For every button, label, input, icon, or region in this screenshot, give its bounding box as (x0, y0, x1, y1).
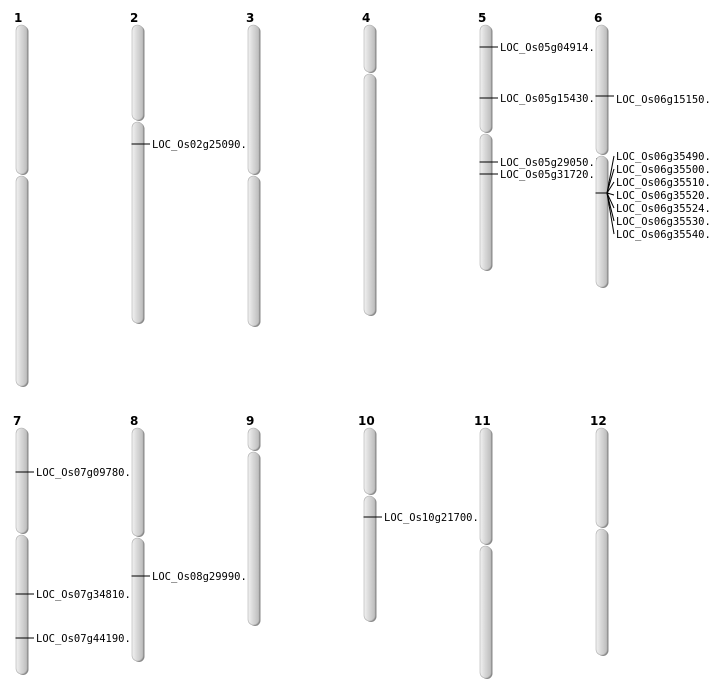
gene-marker: LOC_Os07g09780.1 (15, 467, 137, 479)
gene-marker: LOC_Os05g15430.1 (479, 93, 601, 105)
chromosome-label: 1 (14, 11, 22, 25)
gene-label: LOC_Os07g09780.1 (36, 467, 137, 479)
gene-marker: LOC_Os05g31720.1 (479, 169, 601, 181)
chromosome-label: 9 (246, 414, 254, 428)
chromosome-long-arm (15, 175, 28, 387)
chromosome-label: 12 (590, 414, 607, 428)
chromosome-label: 4 (362, 11, 370, 25)
chromosome-label: 3 (246, 11, 254, 25)
chromosome-long-arm (363, 73, 376, 316)
gene-label: LOC_Os07g44190.1 (36, 633, 137, 645)
gene-leader-line (606, 192, 615, 209)
chromosome-long-arm (595, 528, 608, 656)
chromosome-short-arm (595, 427, 608, 528)
chromosome-4: 4 (362, 11, 377, 316)
gene-label: LOC_Os06g35530.1 (616, 216, 712, 228)
chromosome-short-arm (479, 24, 492, 133)
chromosome-long-arm (247, 175, 260, 327)
chromosome-9: 9 (246, 414, 261, 626)
chromosome-7: 7LOC_Os07g09780.1LOC_Os07g34810.1LOC_Os0… (13, 414, 137, 675)
gene-marker: LOC_Os06g35520.1 (595, 190, 712, 202)
gene-label: LOC_Os06g35520.1 (616, 190, 712, 202)
chromosome-long-arm (479, 545, 492, 679)
chromosome-long-arm (595, 155, 608, 288)
gene-label: LOC_Os05g31720.1 (500, 169, 601, 181)
gene-label: LOC_Os06g35490.1 (616, 151, 712, 163)
chromosome-long-arm (131, 537, 144, 662)
chromosome-label: 10 (358, 414, 375, 428)
gene-leader-line (606, 192, 615, 235)
chromosome-short-arm (479, 427, 492, 545)
chromosome-label: 5 (478, 11, 486, 25)
chromosome-label: 8 (130, 414, 138, 428)
gene-marker: LOC_Os07g34810.1 (15, 589, 137, 601)
gene-label: LOC_Os05g04914.1 (500, 42, 601, 54)
chromosome-label: 11 (474, 414, 491, 428)
gene-label: LOC_Os08g29990.1 (152, 571, 253, 583)
gene-marker: LOC_Os06g35540.1 (595, 192, 712, 241)
gene-label: LOC_Os05g29050.1 (500, 157, 601, 169)
gene-label: LOC_Os05g15430.1 (500, 93, 601, 105)
chromosome-long-arm (363, 495, 376, 622)
chromosome-long-arm (247, 451, 260, 626)
gene-label: LOC_Os06g35510.1 (616, 177, 712, 189)
chromosome-short-arm (131, 24, 144, 121)
chromosome-11: 11 (474, 414, 493, 679)
chromosome-5: 5LOC_Os05g04914.1LOC_Os05g15430.1LOC_Os0… (478, 11, 601, 271)
chromosome-short-arm (15, 427, 28, 534)
chromosome-short-arm (247, 24, 260, 175)
gene-label: LOC_Os02g25090.1 (152, 139, 253, 151)
gene-label: LOC_Os06g35540.1 (616, 229, 712, 241)
chromosome-short-arm (595, 24, 608, 155)
chromosome-3: 3 (246, 11, 261, 327)
gene-marker: LOC_Os07g44190.1 (15, 633, 137, 645)
gene-marker: LOC_Os10g21700.1 (363, 512, 485, 524)
chromosome-long-arm (131, 121, 144, 324)
chromosome-6: 6LOC_Os06g15150.1LOC_Os06g35490.1LOC_Os0… (594, 11, 712, 288)
gene-label: LOC_Os06g35500.1 (616, 164, 712, 176)
gene-leader-line (606, 192, 615, 196)
gene-leader-line (606, 181, 615, 194)
chromosome-1: 1 (14, 11, 29, 387)
chromosome-short-arm (131, 427, 144, 537)
gene-label: LOC_Os10g21700.1 (384, 512, 485, 524)
chromosome-short-arm (15, 24, 28, 175)
chromosome-long-arm (479, 133, 492, 271)
gene-marker: LOC_Os02g25090.1 (131, 139, 253, 151)
chromosome-12: 12 (590, 414, 609, 656)
chromosome-short-arm (363, 427, 376, 495)
gene-label: LOC_Os06g35524.1 (616, 203, 712, 215)
gene-label: LOC_Os07g34810.1 (36, 589, 137, 601)
gene-marker: LOC_Os06g15150.1 (595, 94, 712, 106)
gene-marker: LOC_Os05g04914.1 (479, 42, 601, 54)
gene-label: LOC_Os06g15150.1 (616, 94, 712, 106)
chromosome-label: 6 (594, 11, 602, 25)
gene-marker: LOC_Os08g29990.1 (131, 571, 253, 583)
chromosome-label: 7 (13, 414, 21, 428)
chromosome-long-arm (15, 534, 28, 675)
gene-leader-line (606, 155, 615, 194)
chromosome-short-arm (363, 24, 376, 73)
gene-marker: LOC_Os05g29050.1 (479, 157, 601, 169)
gene-leader-line (606, 168, 615, 194)
chromosome-label: 2 (130, 11, 138, 25)
chromosome-short-arm (247, 427, 260, 451)
